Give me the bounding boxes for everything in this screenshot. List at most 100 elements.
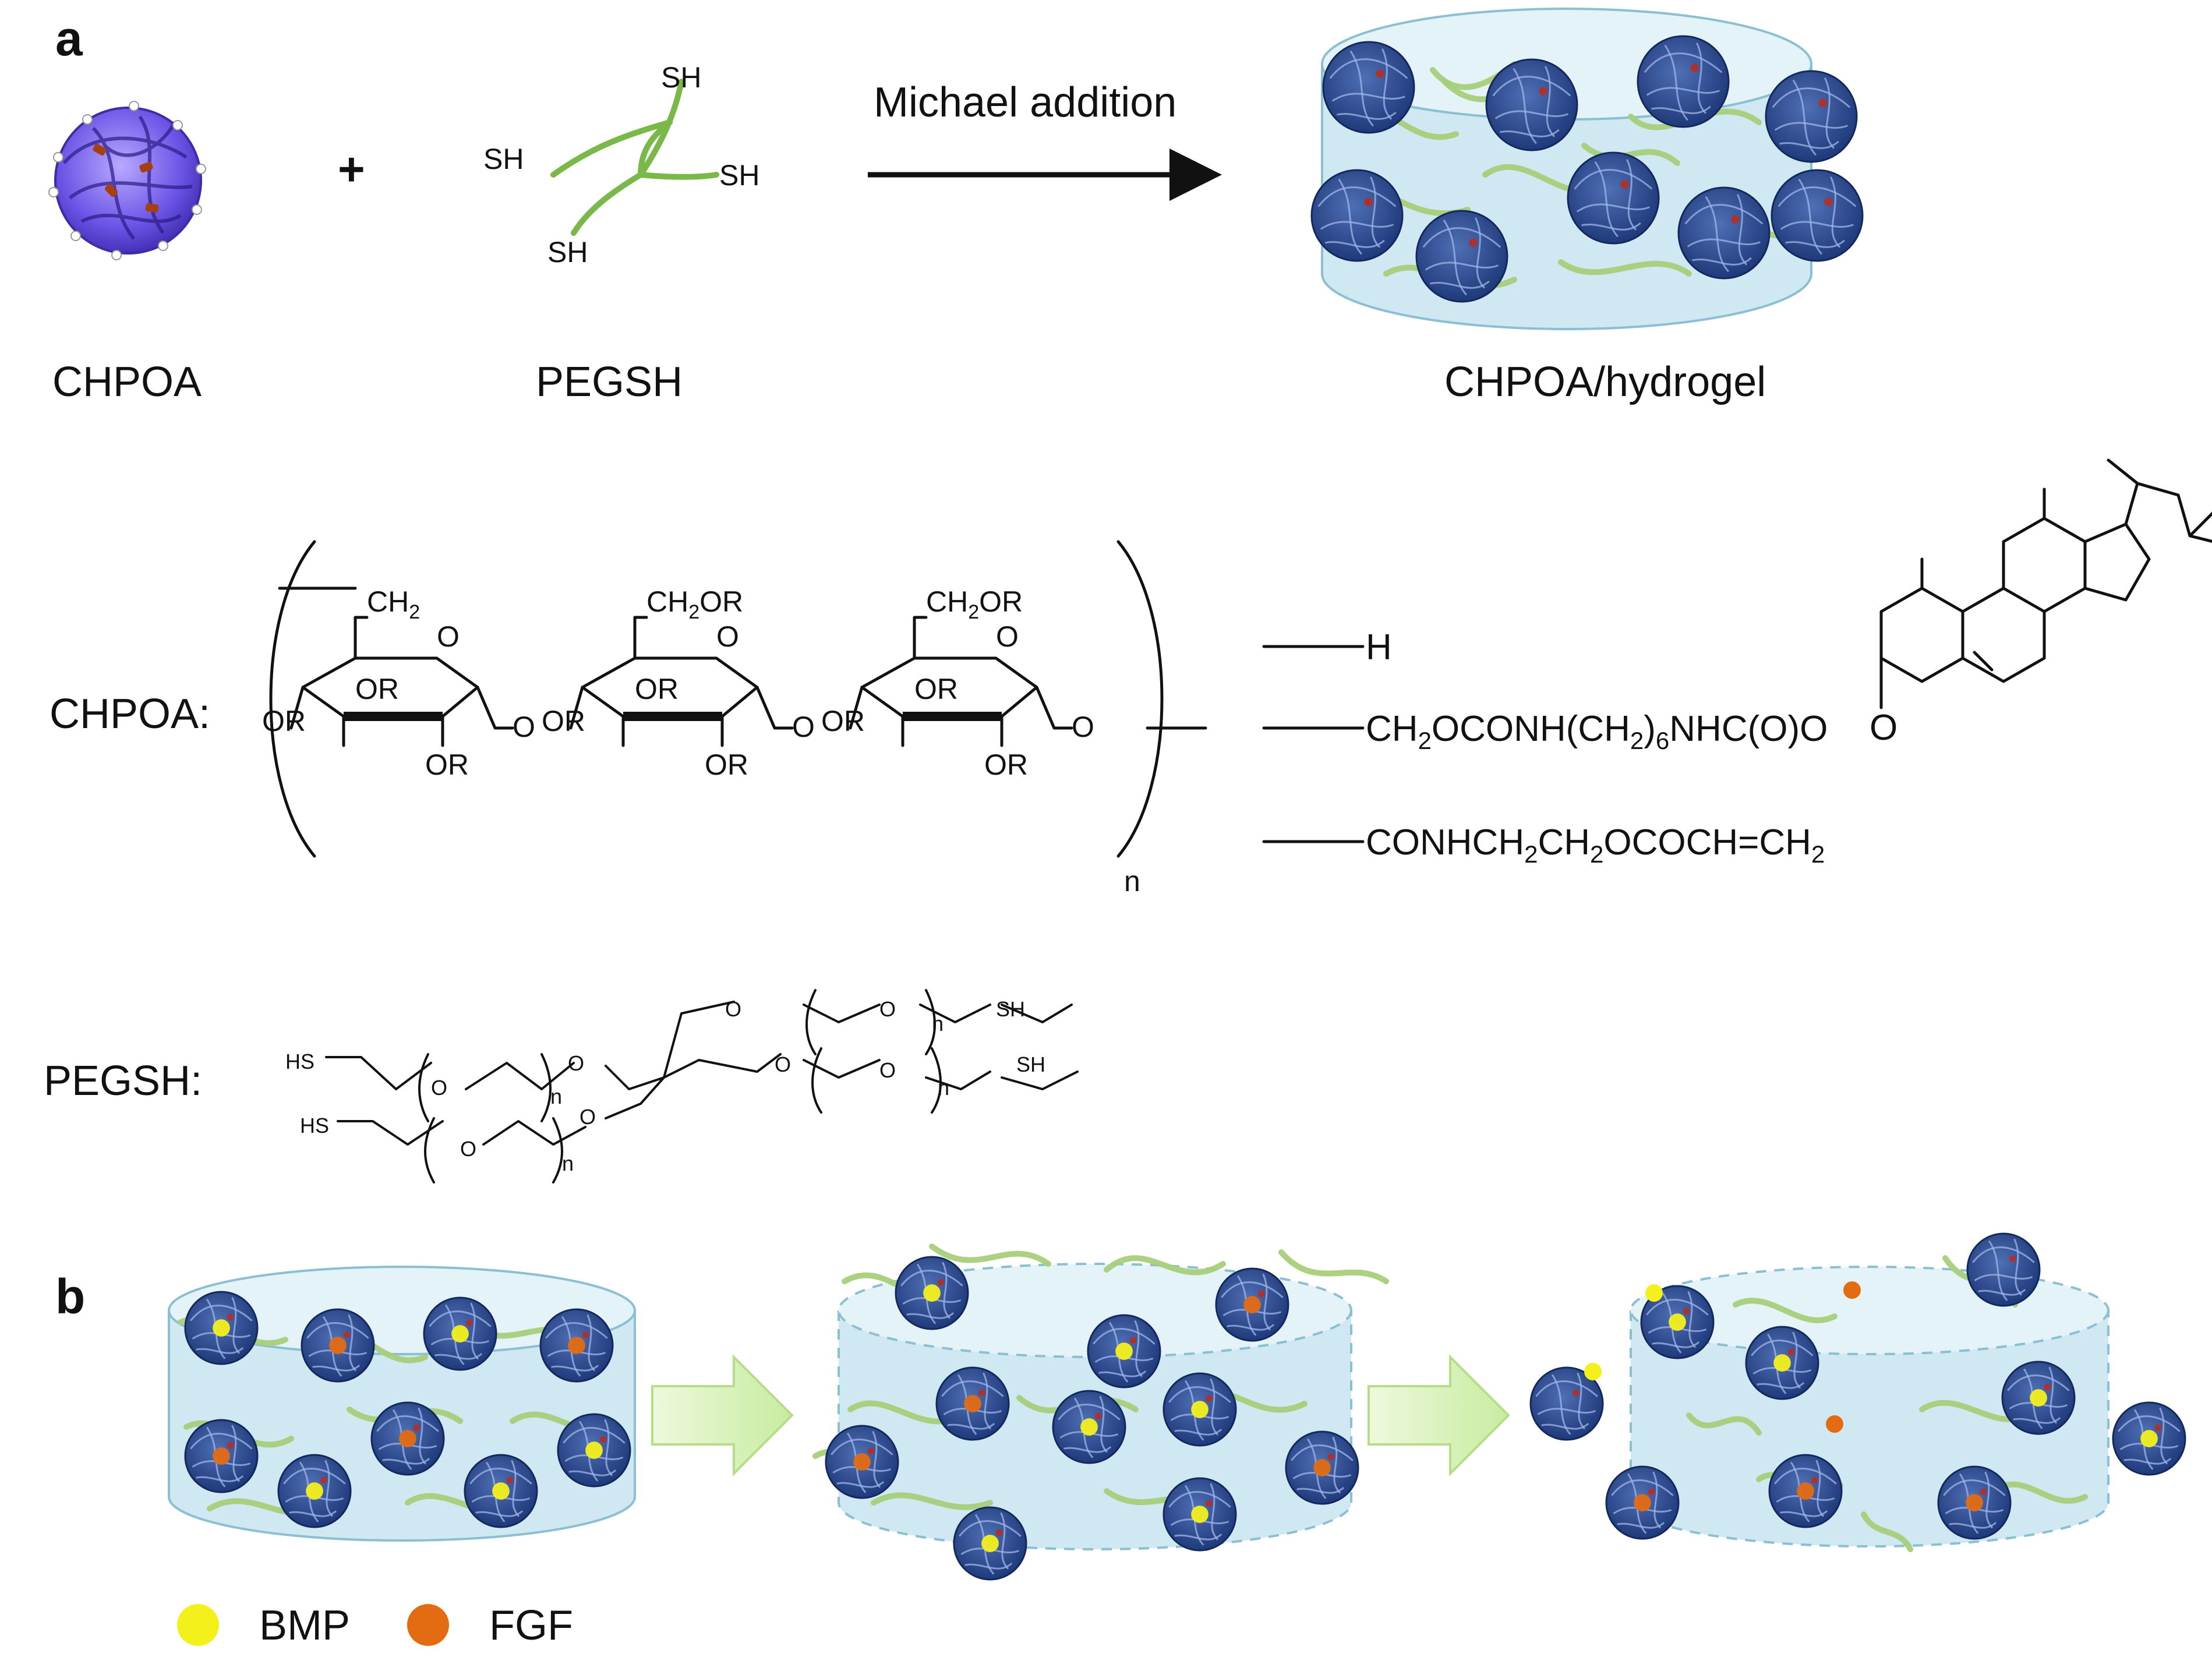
ring-or-label: OR [355,673,399,705]
peg-strand [1861,1511,1913,1552]
caption-chpoa: CHPOA [52,359,202,405]
peg-sh-left: SH [483,143,524,175]
pegsh-hs-1: HS [285,1050,315,1073]
pegsh-n-2: n [562,1151,574,1175]
nanogel-icon [2001,1361,2076,1435]
pegsh-o-2: O [568,1051,584,1075]
block-arrow-icon [651,1354,794,1476]
nanogel-icon [1771,169,1864,262]
hydrogel-disk-degrading [1529,1232,2186,1552]
ring-or-label: OR [914,673,958,705]
nanogel-icon [277,1454,352,1528]
nanogel-icon [953,1506,1027,1581]
subst-h: H [1366,627,1392,667]
nanogel-icon [2112,1401,2186,1476]
nanogel-icon [1567,151,1660,245]
hydrogel-disk-icon [1310,8,1864,330]
nanogel-icon [557,1413,631,1488]
peg-strand [1686,1412,1762,1436]
nanogel-icon [1052,1390,1126,1464]
peg-sh-top: SH [661,61,701,94]
pegsh-o-5: O [725,997,741,1021]
nanogel-icon [1637,35,1730,128]
released-protein-dot [1645,1284,1663,1302]
nanogel-icon [1215,1267,1289,1342]
pegsh-n-1: n [550,1084,562,1108]
released-protein-dot [1826,1415,1843,1433]
plus-sign: + [338,143,365,195]
right-paren [1116,540,1164,858]
ring-ch2-label: CH2OR [926,585,1023,623]
nanogel-icon [1415,210,1508,303]
nanogel-icon [1677,186,1771,280]
legend: BMP FGF [177,1602,573,1649]
nanogel-icon [895,1256,969,1330]
nanogel-icon [423,1296,497,1371]
pegsh-sh-1: SH [996,997,1025,1021]
svg-text:O: O [1870,708,1897,748]
nanogel-icon [1966,1232,2041,1307]
nanogel-icon [1310,169,1404,262]
chpoa-sphere-icon [48,101,206,260]
left-paren [269,540,316,858]
pegsh-sh-2: SH [1016,1052,1045,1076]
peg-strand [871,1492,993,1510]
peg-sh-right: SH [719,159,759,192]
pegsh-skeleton [325,989,1079,1184]
nanogel-icon [539,1308,614,1383]
caption-pegsh: PEGSH [536,359,683,405]
ring-o-label: O [437,620,460,653]
nanogel-icon [1768,1454,1843,1528]
subst-acrylate: CONHCH2CH2OCOCH=CH2 [1366,822,1825,868]
ring-or-label: OR [984,748,1028,781]
ring-or-label: OR [705,748,748,781]
released-protein-dot [1843,1281,1861,1299]
pegsh-o-6: O [879,997,896,1021]
nanogel-icon [184,1291,259,1365]
reaction-arrow-label: Michael addition [874,79,1176,126]
repeat-n: n [1124,865,1140,898]
hydrogel-disk-swelling [812,1243,1389,1581]
nanogel-icon [1322,41,1415,134]
chpoa-structure-name: CHPOA: [50,691,210,737]
panel-label-b: b [55,1269,85,1324]
peg-strand [1733,1298,1838,1323]
subst-carbamate: CH2OCONH(CH2)6NHC(O)O [1366,709,1828,754]
ring-or-label: OR [262,705,306,737]
ring-o-label: O [792,711,815,743]
pegsh-o-8: O [879,1058,896,1082]
nanogel-icon [935,1366,1010,1441]
nanogel-icon [1162,1372,1237,1447]
ring-ch2-label: CH2 [367,585,420,623]
pegsh-n-3: n [932,1012,944,1036]
nanogel-icon [1937,1465,2012,1540]
caption-hydrogel: CHPOA/hydrogel [1444,359,1766,405]
nanogel-icon [1640,1285,1715,1359]
peg-strand [929,1243,1051,1267]
ring-or-label: OR [542,705,585,737]
nanogel-icon [370,1401,445,1476]
legend-bmp-swatch [177,1604,219,1646]
ring-o-label: O [513,711,535,743]
ring-or-label: OR [635,673,679,705]
hydrogel-disk-intact [168,1266,636,1542]
peg-sh-bottom: SH [547,236,588,269]
pegsh-hs-2: HS [300,1114,329,1137]
pegsh-star-icon [550,79,719,236]
ring-o-label: O [1072,711,1094,743]
pegsh-o-3: O [460,1137,476,1161]
ring-or-label: OR [425,748,469,781]
nanogel-icon [1285,1430,1359,1505]
nanogel-icon [301,1308,375,1383]
legend-fgf-swatch [407,1604,449,1646]
panel-label-a: a [55,11,83,66]
nanogel-icon [1765,70,1858,163]
nanogel-icon [1162,1477,1237,1552]
pegsh-o-1: O [431,1076,447,1100]
nanogel-icon [825,1425,899,1499]
nanogel-icon [1745,1326,1819,1400]
pegsh-o-4: O [579,1105,596,1129]
